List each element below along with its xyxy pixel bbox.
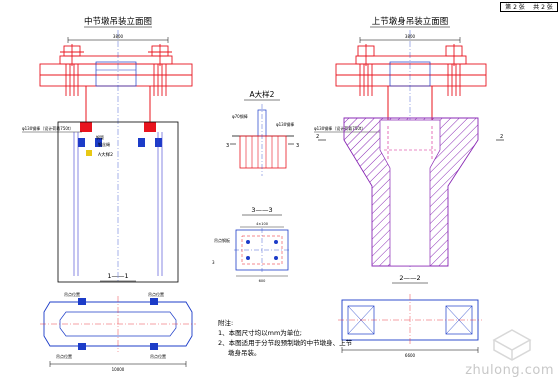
lifting-beam-right xyxy=(335,44,487,96)
mark-3-left: 3 xyxy=(226,143,229,149)
a-detail-ref: A大样2 xyxy=(98,151,113,158)
steel-label-mid: 钢丝绳 xyxy=(98,141,110,147)
detail-note-1: φ70钢棒 xyxy=(232,113,248,119)
sec11-tag-tr: 吊点位置 xyxy=(148,291,164,297)
dim-top-left-text: 3800 xyxy=(113,34,124,39)
pier-body-mid xyxy=(57,121,179,283)
title-upper-pier: 上节墩身吊装立面图 xyxy=(372,16,449,27)
notes-heading: 附注: xyxy=(218,319,234,327)
dim-sec11-bottom: 10000 xyxy=(49,361,187,372)
detail-note-2: φ130钢棒 xyxy=(276,121,294,127)
mark-2-left: 2 xyxy=(316,134,319,140)
sec11-tag-br: 吊点位置 xyxy=(150,353,166,359)
clamp-blocks-left xyxy=(78,122,162,156)
sec11-tag-bl: 吊点位置 xyxy=(56,353,72,359)
notes-line-3: 墩身吊装。 xyxy=(228,349,261,357)
upper-pier-inner xyxy=(384,126,436,160)
sheet-number-box: 第 2 张 共 2 张 xyxy=(500,2,558,12)
mark-2-right: 2 xyxy=(500,134,503,140)
dim-sec22-text: 6600 xyxy=(405,353,416,358)
title-mid-pier: 中节墩吊装立面图 xyxy=(84,16,152,27)
sec11-tag-tl: 吊点位置 xyxy=(64,291,80,297)
dim-sec33-top: 4×100 xyxy=(256,222,268,226)
notes-line-2: 2、本图适用于分节段预制墩的中节墩身、上节 xyxy=(218,339,353,347)
watermark-text: zhulong.com xyxy=(465,363,554,378)
dim-top-right-text: 3800 xyxy=(405,34,416,39)
wire-label-right: φ130钢棒（设计荷载750t） xyxy=(314,125,365,131)
section-11-lift-points xyxy=(78,298,158,350)
dim-top-right: 3800 xyxy=(359,34,461,43)
section-11-outline xyxy=(40,296,196,352)
detail-a-drawing xyxy=(230,104,294,176)
sheet-page: 第 2 张 xyxy=(505,4,525,11)
dim-sec22-bottom: 6600 xyxy=(341,347,479,358)
sec33-label: 吊点钢板 xyxy=(214,237,230,243)
mark-3-right: 3 xyxy=(296,143,299,149)
notes-line-1: 1、本图尺寸均以mm为单位; xyxy=(218,329,302,337)
dim-top-left: 3800 xyxy=(67,34,169,43)
lifting-beam-left xyxy=(39,44,193,96)
dim-sec11-text: 10000 xyxy=(112,367,125,372)
sheet-total: 共 2 张 xyxy=(533,4,553,11)
steel-label-left: 钢管 xyxy=(96,134,104,140)
title-section-33: 3——3 xyxy=(251,206,272,214)
pier-inner-lines xyxy=(73,132,163,276)
hoist-block-left xyxy=(95,61,137,87)
notes-block: 附注: 1、本图尺寸均以mm为单位; 2、本图适用于分节段预制墩的中节墩身、上节… xyxy=(218,318,352,358)
title-section-11: 1——1 xyxy=(107,272,128,280)
sec33-side-mark: 3 xyxy=(212,260,215,265)
title-detail-a: A大样2 xyxy=(250,89,275,99)
watermark-logo-icon xyxy=(492,329,532,361)
section-33-drawing: 4×100 600 xyxy=(234,222,290,283)
section-22-drawing xyxy=(338,294,482,346)
dim-sec33-bottom: 600 xyxy=(259,279,266,283)
title-section-22: 2——2 xyxy=(399,274,420,282)
upper-pier-void xyxy=(379,119,441,267)
wire-label-left: φ130钢棒（设计荷载750t） xyxy=(22,125,73,131)
